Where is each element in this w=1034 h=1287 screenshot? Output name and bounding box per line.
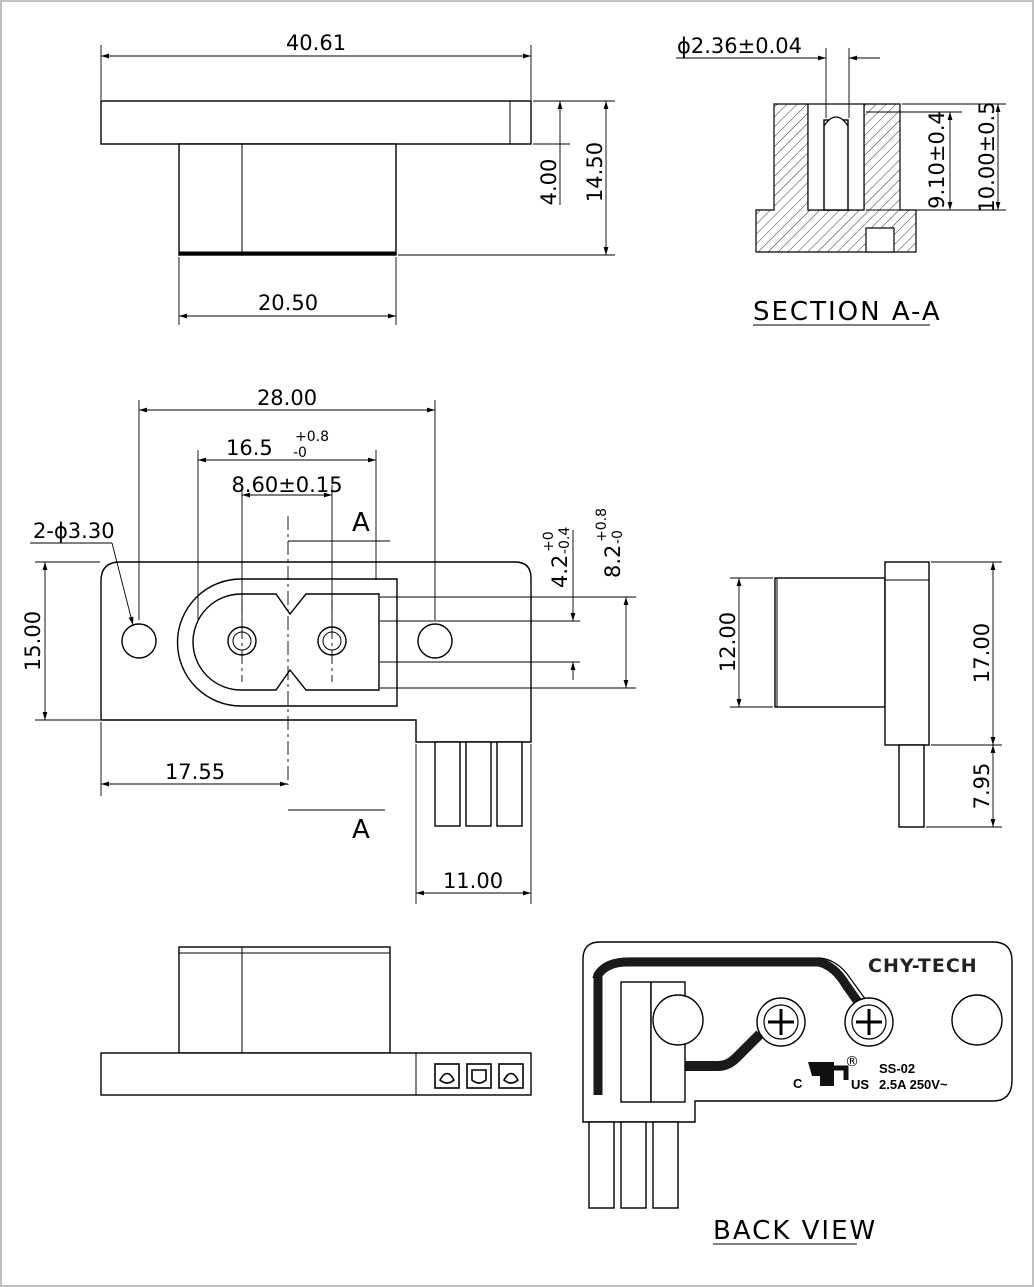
side-view: 12.00 17.00 7.95 (716, 561, 1002, 828)
back-view-outer-ring-right (951, 994, 1003, 1046)
back-view-housing-tab (620, 981, 652, 1103)
dim-height-left: 15.00 (21, 611, 45, 671)
cert-reg: ® (845, 1054, 859, 1070)
side-view-pin (898, 744, 925, 828)
mount-hole-left (121, 623, 157, 659)
cert-us: US (851, 1077, 869, 1092)
dim-opening-tol-minus: -0 (293, 445, 307, 461)
back-view-outer-ring-left (652, 994, 704, 1046)
dim-holes: 2-ϕ3.30 (33, 519, 115, 543)
dim-slot-a-tol-minus: -0.4 (557, 527, 573, 554)
section-pin (823, 119, 849, 211)
dim-slot-a: 4.2 (548, 555, 572, 588)
dim-section-height: 10.00±0.5 (975, 101, 999, 212)
bottom-view (100, 946, 532, 1096)
dim-side-body: 12.00 (716, 612, 740, 672)
bottom-view-body (178, 946, 391, 1054)
dim-top-width: 40.61 (286, 31, 346, 55)
tail-pin-3 (496, 741, 523, 827)
dim-opening-base: 16.5 (226, 436, 273, 460)
dim-hole-spacing: 28.00 (257, 386, 317, 410)
dim-slot-a-tol-plus: +0 (541, 531, 557, 552)
dim-slot-b-tol-minus: -0 (610, 530, 626, 544)
bottom-view-pin-ends (434, 1063, 524, 1089)
opening-inner (192, 593, 380, 691)
back-view: CHY-TECH C US ® SS-02 2.5A 250V~ BACK VI… (582, 941, 1013, 1246)
dim-flange-thickness: 4.00 (537, 159, 561, 206)
dim-slot-b: 8.2 (601, 545, 625, 578)
section-title: SECTION A-A (753, 297, 942, 327)
dim-side-pins: 7.95 (970, 763, 994, 810)
side-view-body (774, 577, 886, 708)
screw-terminal-right (844, 997, 894, 1047)
tail-pin-1 (434, 741, 461, 827)
rating-label: 2.5A 250V~ (879, 1077, 948, 1092)
dim-body-width: 20.50 (258, 291, 318, 315)
cert-c: C (793, 1076, 803, 1091)
dim-pin-diameter: ϕ2.36±0.04 (677, 34, 802, 58)
back-view-pin-1 (588, 1121, 615, 1209)
dim-tail-width: 11.00 (443, 869, 503, 893)
dim-total-height: 14.50 (583, 142, 607, 202)
dim-pin-spacing: 8.60±0.15 (231, 473, 342, 497)
dim-slot-b-tol-plus: +0.8 (594, 508, 610, 542)
certification-mark: C US ® (793, 1054, 869, 1092)
back-view-pin-3 (652, 1121, 679, 1209)
dim-offset: 17.55 (165, 760, 225, 784)
screw-terminal-left (756, 997, 806, 1047)
top-view: 40.61 4.00 14.50 20.50 (100, 31, 615, 325)
model-label: SS-02 (879, 1061, 915, 1076)
back-view-pin-2 (620, 1121, 647, 1209)
dim-section-depth: 9.10±0.4 (925, 111, 949, 209)
dim-side-total: 17.00 (970, 623, 994, 683)
brand-label: CHY-TECH (868, 955, 978, 977)
back-view-title: BACK VIEW (713, 1216, 877, 1246)
side-view-flange (884, 561, 930, 746)
dim-opening-tol-plus: +0.8 (295, 429, 329, 445)
section-marker-bottom: A (352, 815, 372, 845)
front-view: A A 28.00 16.5 +0.8 -0 8.60±0.15 2-ϕ3.30… (21, 386, 636, 904)
top-view-body (178, 143, 397, 256)
section-view: ϕ2.36±0.04 9.10±0.4 10.00±0.5 SECTION A-… (676, 34, 1006, 327)
section-marker-top: A (352, 508, 372, 538)
mount-hole-right (417, 623, 453, 659)
tail-pin-2 (465, 741, 492, 827)
top-view-flange (100, 100, 532, 145)
